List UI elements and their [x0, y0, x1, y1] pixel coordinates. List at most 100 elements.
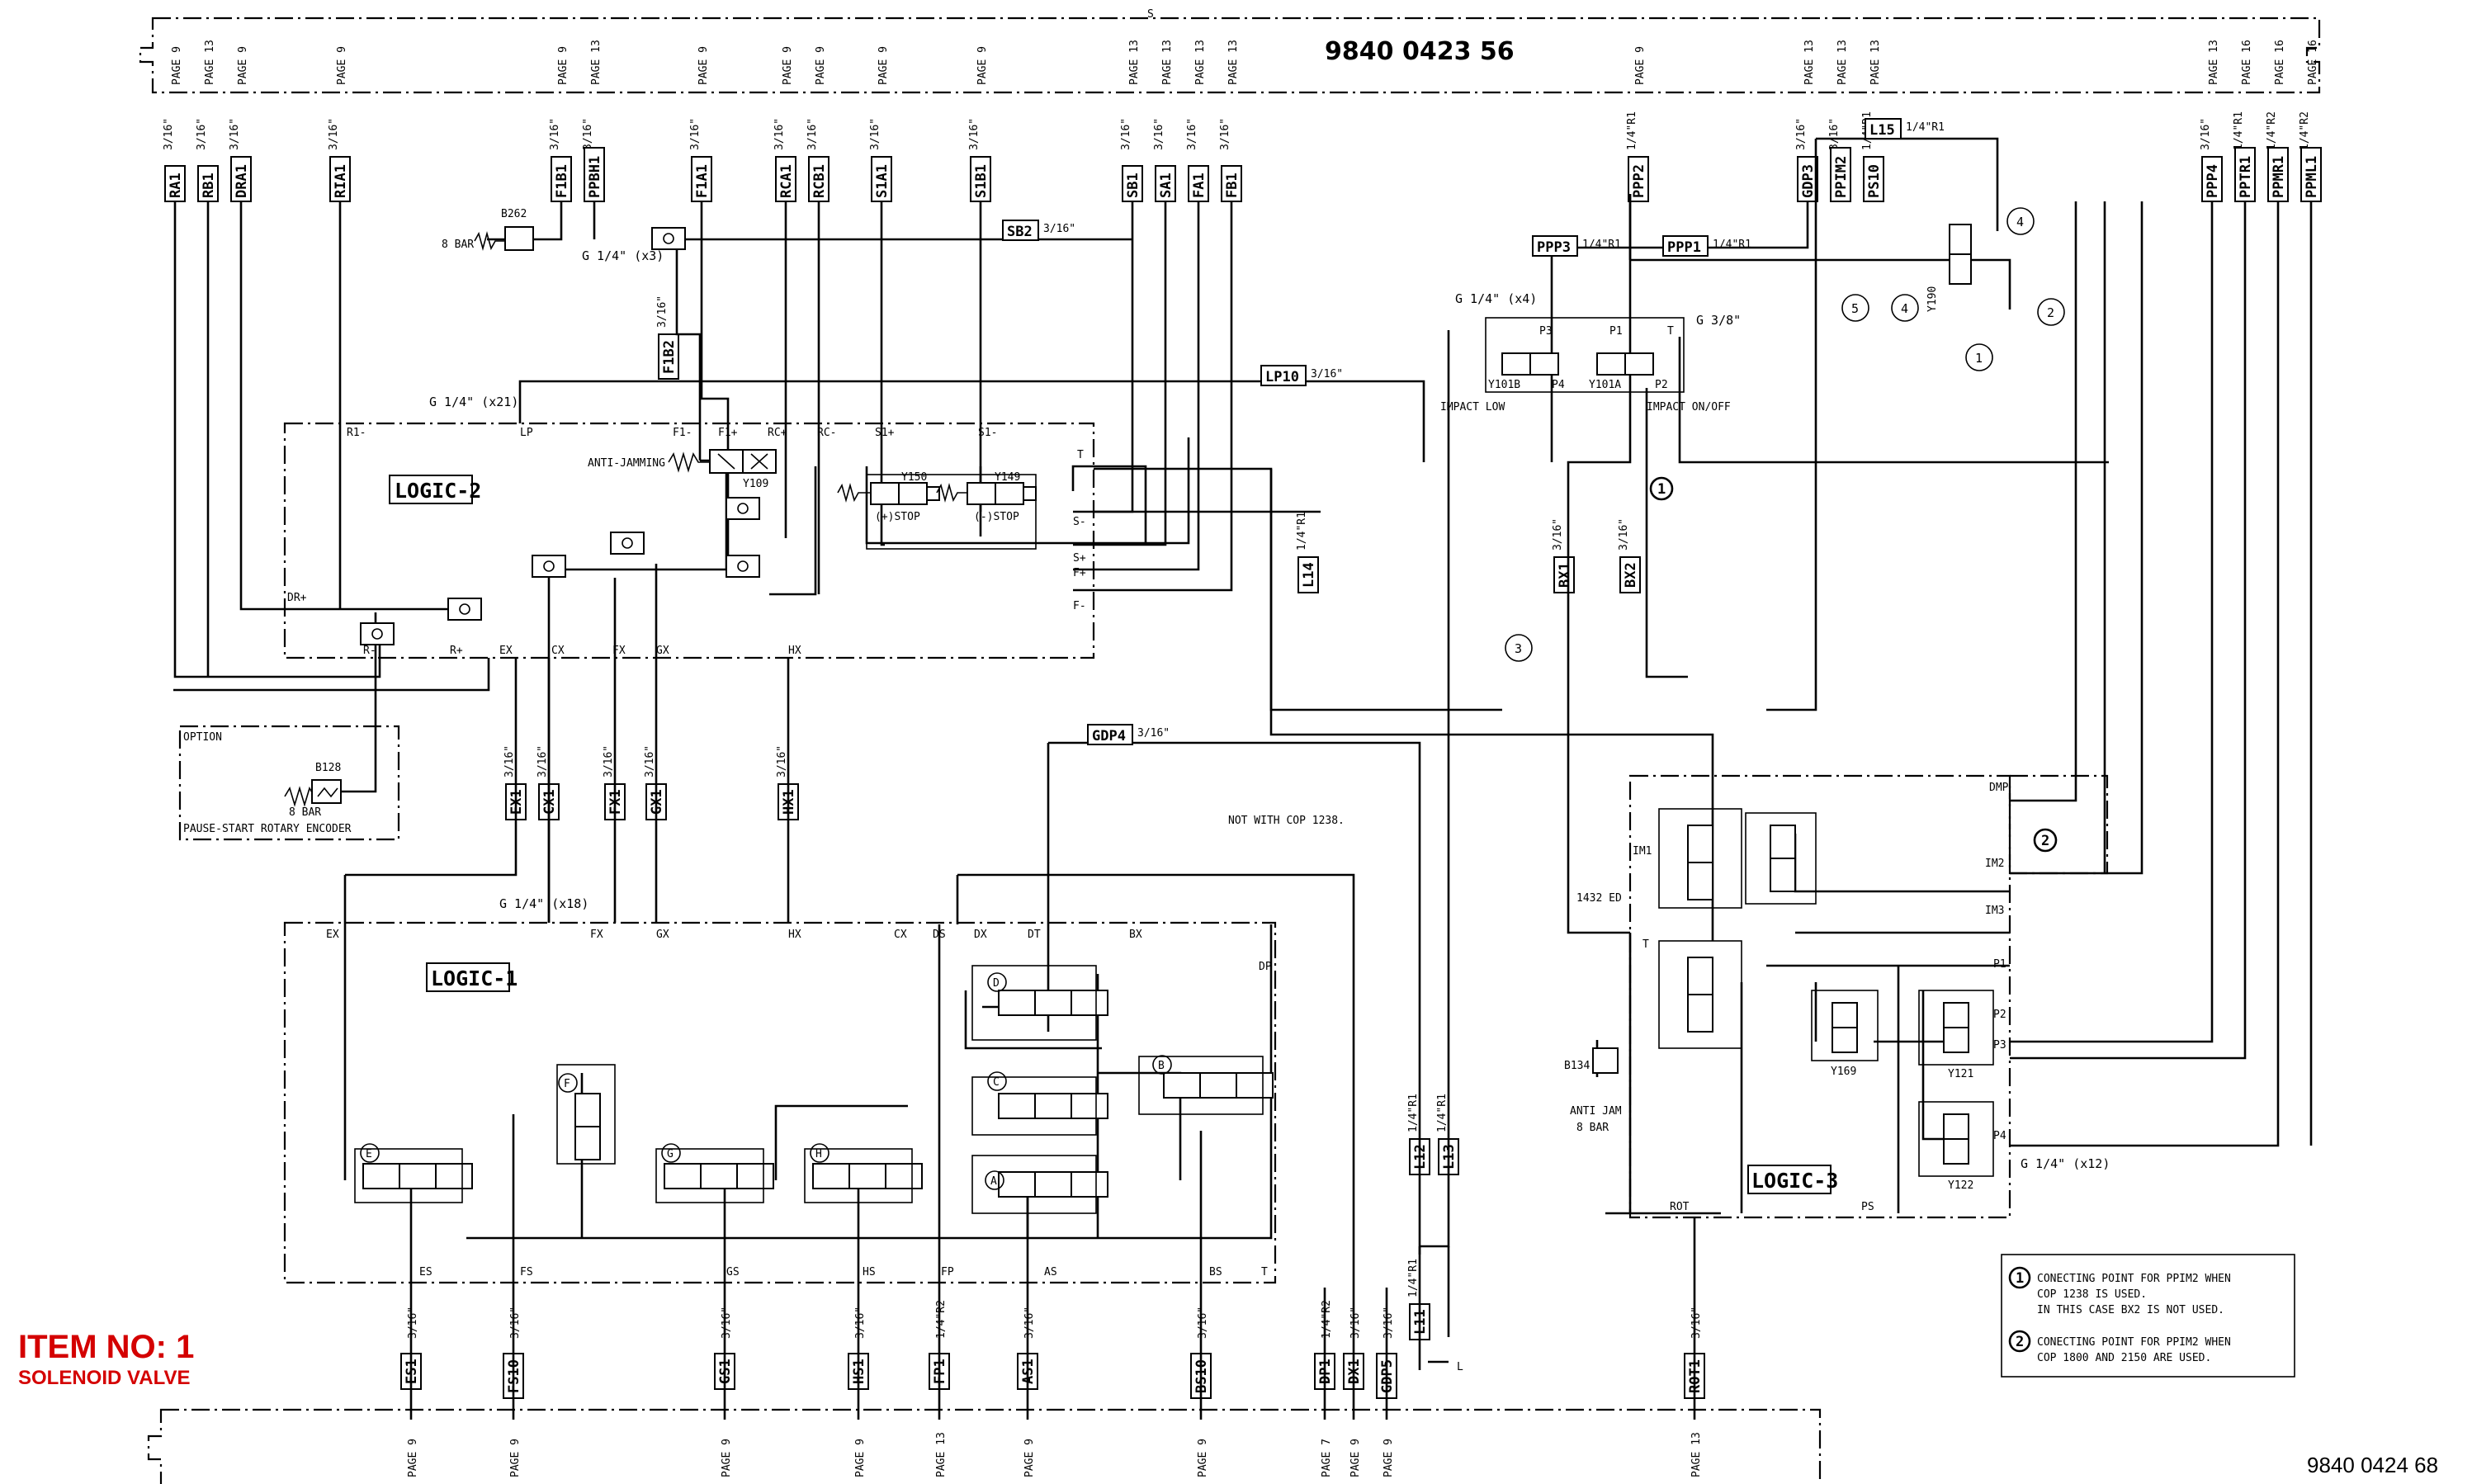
svg-text:IM1: IM1: [1633, 845, 1652, 858]
svg-text:H: H: [815, 1148, 822, 1160]
mid-port-size: 3/16": [603, 745, 615, 777]
svg-text:FP: FP: [941, 1266, 954, 1278]
item-description: SOLENOID VALVE: [18, 1367, 191, 1389]
svg-text:P3: P3: [1539, 325, 1553, 338]
top-port-name: SB1: [1125, 173, 1141, 198]
svg-text:HX: HX: [788, 645, 801, 657]
top-port-size: 3/16": [2200, 118, 2212, 150]
top-port-size: 1/4"R2: [2266, 111, 2278, 150]
svg-text:T: T: [1642, 938, 1649, 951]
top-port-size: 3/16": [163, 118, 175, 150]
mid-port-size: 3/16": [656, 295, 669, 328]
svg-text:1432 ED: 1432 ED: [1576, 892, 1622, 905]
top-port-page: PAGE 13: [1836, 40, 1849, 85]
svg-text:8 BAR: 8 BAR: [442, 239, 474, 251]
svg-text:CX: CX: [551, 645, 565, 657]
top-port-size: 3/16": [1795, 118, 1808, 150]
top-port-page: PAGE 16: [2241, 40, 2253, 85]
bottom-port-size: 3/16": [1349, 1307, 1362, 1339]
svg-text:1: 1: [1975, 351, 1983, 366]
svg-text:Y121: Y121: [1948, 1068, 1973, 1080]
top-port-size: 3/16": [1828, 118, 1841, 150]
svg-text:PS: PS: [1861, 1201, 1874, 1213]
logic-1-valves: E G H A B C D F: [354, 965, 1274, 1214]
mid-port-tag: [1297, 556, 1319, 593]
top-port-name: RCA1: [778, 164, 795, 198]
svg-text:Y190: Y190: [1926, 286, 1939, 312]
logic-1-label: LOGIC-1: [431, 966, 518, 990]
logic-3-valves: Y169 Y121 Y122 1432 ED B134 ANTI JAM 8 B…: [1564, 808, 1994, 1192]
bottom-port-page: PAGE 9: [721, 1439, 733, 1477]
top-port-name: PPMR1: [2271, 156, 2287, 198]
bottom-port-page: PAGE 7: [1321, 1439, 1333, 1477]
top-port-tag: [551, 156, 572, 202]
mid-port-size: 3/16": [536, 745, 549, 777]
logic-2-block: LOGIC-2 R1- LP F1- F1+ RC+ RC- S1+ S1- T…: [283, 422, 1095, 659]
svg-text:IM2: IM2: [1985, 858, 2004, 870]
top-port-name: FB1: [1224, 173, 1241, 198]
top-port-page: PAGE 9: [237, 46, 249, 85]
top-port-name: PS10: [1866, 164, 1883, 198]
top-port-page: PAGE 13: [1128, 40, 1141, 85]
svg-text:A: A: [990, 1175, 997, 1188]
mid-port-size: 1/4"R1: [1436, 1094, 1449, 1132]
mid-port-size: 3/16": [1618, 518, 1630, 551]
top-port-page: PAGE 9: [697, 46, 710, 85]
svg-text:G 1/4" (x12): G 1/4" (x12): [2021, 1156, 2110, 1171]
logic-3-label: LOGIC-3: [1751, 1169, 1838, 1193]
svg-text:P1: P1: [1609, 325, 1623, 338]
top-port-page: PAGE 9: [336, 46, 348, 85]
svg-text:S1-: S1-: [978, 427, 997, 439]
svg-text:R1-: R1-: [347, 427, 366, 439]
top-port-page: PAGE 13: [204, 40, 216, 85]
bottom-port-size: 3/16": [509, 1307, 522, 1339]
line-tag-ppp1: [1662, 235, 1709, 257]
mid-port-name: F1B2: [661, 340, 678, 374]
line-size-sb2: 3/16": [1043, 223, 1075, 235]
top-port-page: PAGE 9: [815, 46, 827, 85]
top-port-tag: [164, 165, 186, 202]
top-port-tag: [197, 165, 219, 202]
bottom-port-size: 3/16": [407, 1307, 419, 1339]
line-size-ppp1: 1/4"R1: [1713, 239, 1751, 251]
svg-text:G 1/4" (x3): G 1/4" (x3): [582, 248, 664, 263]
svg-text:C: C: [993, 1076, 1000, 1089]
bottom-port-page: PAGE 9: [854, 1439, 867, 1477]
svg-text:GX: GX: [656, 645, 669, 657]
svg-text:1: 1: [2016, 1270, 2024, 1287]
top-port-size: 3/16": [773, 118, 786, 150]
svg-text:FX: FX: [590, 929, 603, 941]
top-port-name: PPIM2: [1833, 156, 1850, 198]
top-port-size: 3/16": [1153, 118, 1165, 150]
top-port-size: 3/16": [869, 118, 882, 150]
item-number: ITEM NO: 1: [18, 1329, 195, 1365]
svg-text:AS: AS: [1044, 1266, 1057, 1278]
mid-port-size: 1/4"R1: [1296, 512, 1308, 551]
top-port-page: PAGE 9: [1634, 46, 1647, 85]
svg-text:F: F: [564, 1078, 570, 1090]
mid-port-name: BX1: [1557, 562, 1573, 588]
mid-port-tag: [1553, 556, 1575, 593]
line-name-lp10: LP10: [1265, 369, 1299, 385]
svg-text:P2: P2: [1993, 1009, 2006, 1021]
svg-text:G 1/4" (x21): G 1/4" (x21): [429, 395, 518, 409]
svg-text:P3: P3: [1993, 1039, 2006, 1052]
drawing-number: 9840 0423 56: [1325, 37, 1515, 66]
not-with-note: NOT WITH COP 1238.: [1228, 815, 1345, 827]
line-tag-lp10: [1260, 365, 1307, 386]
top-port-page: PAGE 13: [1161, 40, 1174, 85]
logic-2-label: LOGIC-2: [395, 479, 481, 503]
svg-text:R-: R-: [363, 645, 376, 657]
mid-port-size: 3/16": [1552, 518, 1564, 551]
svg-text:P4: P4: [1993, 1130, 2006, 1142]
bottom-port-size: 1/4"R2: [1321, 1300, 1333, 1339]
bottom-port-page: PAGE 13: [1690, 1432, 1703, 1477]
svg-text:3: 3: [1515, 641, 1522, 656]
svg-text:IMPACT LOW: IMPACT LOW: [1440, 401, 1505, 414]
svg-text:GS: GS: [726, 1266, 740, 1278]
top-port-tag: [808, 156, 830, 202]
mid-port-size: 1/4"R1: [1407, 1094, 1420, 1132]
mid-port-size: 3/16": [503, 745, 516, 777]
